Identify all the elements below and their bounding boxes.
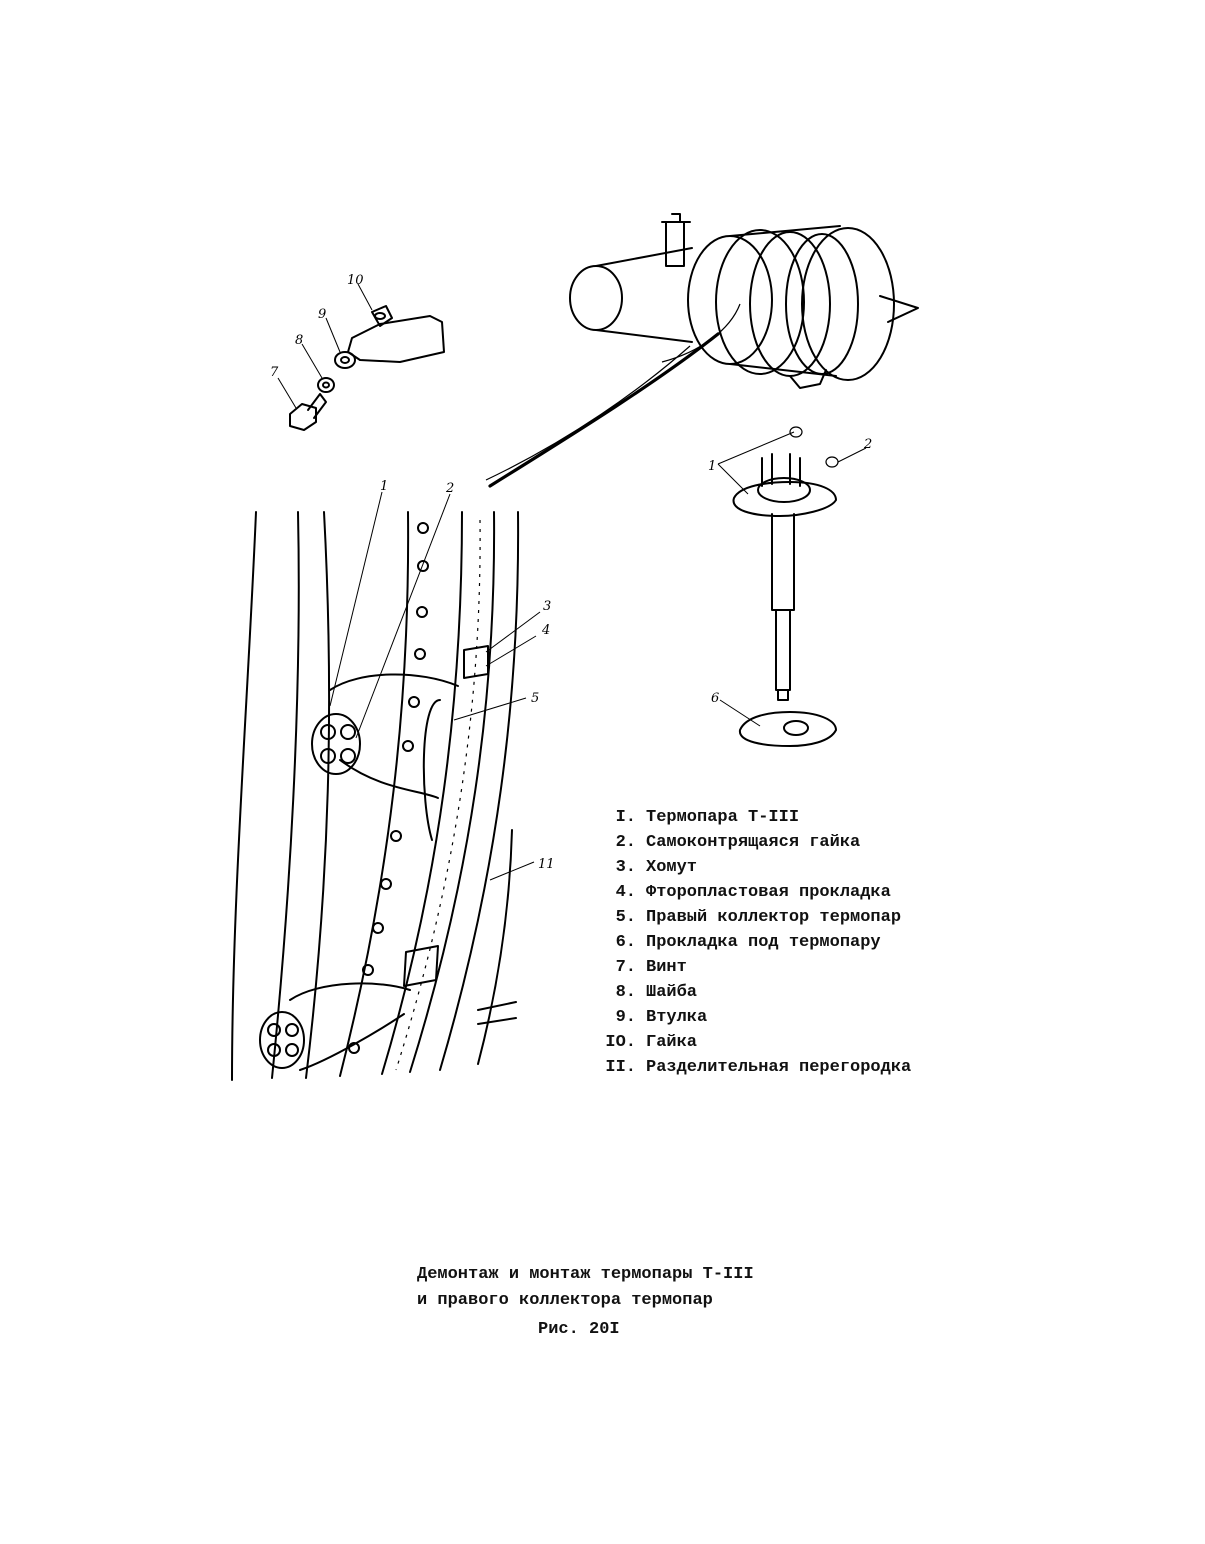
legend-item: 5.Правый коллектор термопар: [615, 908, 902, 927]
callout-8: 8: [295, 333, 303, 348]
legend-item: 7.Винт: [615, 958, 687, 977]
collector-illustration: [231, 511, 520, 1081]
legend-item: 8.Шайба: [615, 983, 698, 1002]
parts-legend: I.Термопара Т-III 2.Самоконтрящаяся гайк…: [600, 805, 911, 1080]
callout-6: 6: [711, 691, 719, 706]
legend-item: 6.Прокладка под термопару: [615, 933, 881, 952]
thermocouple-illustration: [732, 426, 839, 747]
callout-1-thermocouple: 1: [708, 459, 716, 474]
callout-2-nut: 2: [863, 437, 872, 452]
callout-labels: 1 2 3 4 5 11 1 2 6 7 8 9 10: [270, 273, 872, 872]
callout-3: 3: [543, 599, 551, 614]
callout-11: 11: [538, 857, 555, 872]
legend-item: I.Термопара Т-III: [615, 808, 800, 827]
caption-line-1: Демонтаж и монтаж термопары Т-III: [417, 1265, 754, 1284]
legend-item: 9.Втулка: [615, 1008, 708, 1027]
callout-2: 2: [445, 481, 454, 496]
leader-lines: [277, 283, 867, 881]
callout-5: 5: [531, 691, 539, 706]
legend-item: 4.Фторопластовая прокладка: [615, 883, 891, 902]
legend-item: 2.Самоконтрящаяся гайка: [615, 833, 861, 852]
fastener-exploded-view: [289, 305, 445, 431]
caption-line-2: и правого коллектора термопар: [417, 1291, 713, 1310]
legend-item: II.Разделительная перегородка: [605, 1058, 912, 1077]
callout-9: 9: [318, 307, 326, 322]
legend-item: IO.Гайка: [605, 1033, 698, 1052]
callout-10: 10: [347, 273, 364, 288]
engine-assembly-illustration: [485, 213, 919, 488]
legend-item: 3.Хомут: [615, 858, 698, 877]
callout-7: 7: [270, 365, 279, 380]
figure-caption: Демонтаж и монтаж термопары Т-III и прав…: [417, 1262, 754, 1314]
callout-1: 1: [380, 479, 388, 494]
callout-4: 4: [541, 623, 550, 638]
figure-number: Рис. 20I: [538, 1320, 620, 1339]
